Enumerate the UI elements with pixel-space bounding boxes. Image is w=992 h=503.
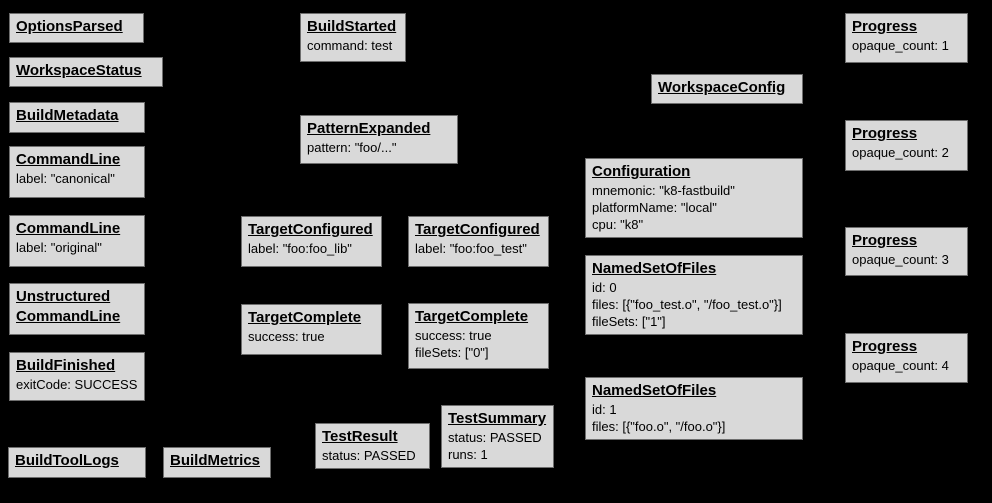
node-title: TargetConfigured xyxy=(248,221,373,238)
node-title: TestSummary xyxy=(448,410,547,427)
node-detail-line: exitCode: SUCCESS xyxy=(16,377,138,392)
node-detail-line: opaque_count: 1 xyxy=(852,38,949,53)
node-detail-line: fileSets: ["1"] xyxy=(592,314,666,329)
node-test-summary: TestSummary status: PASSED runs: 1 xyxy=(441,405,554,468)
node-detail-line: opaque_count: 4 xyxy=(852,358,949,373)
node-title: BuildStarted xyxy=(307,18,397,35)
node-command-line-canonical: CommandLine label: "canonical" xyxy=(9,146,145,198)
node-title: WorkspaceConfig xyxy=(658,79,786,96)
node-title: Configuration xyxy=(592,163,691,180)
node-detail-line: opaque_count: 2 xyxy=(852,145,949,160)
node-configuration: Configuration mnemonic: "k8-fastbuild" pla… xyxy=(585,158,803,238)
node-title: TargetComplete xyxy=(415,308,529,325)
node-build-metadata: BuildMetadata xyxy=(9,102,145,133)
node-detail-line: platformName: "local" xyxy=(592,200,717,215)
node-title: NamedSetOfFiles xyxy=(592,260,717,277)
node-title: CommandLine xyxy=(16,151,121,168)
node-detail-line: cpu: "k8" xyxy=(592,217,644,232)
node-title: BuildMetrics xyxy=(170,452,261,469)
node-title: OptionsParsed xyxy=(16,18,123,35)
node-title: TargetComplete xyxy=(248,309,362,326)
node-title: Progress xyxy=(852,232,918,249)
node-title: TestResult xyxy=(322,428,398,445)
node-title: WorkspaceStatus xyxy=(16,62,142,79)
node-title: BuildFinished xyxy=(16,357,116,374)
node-detail-line: label: "original" xyxy=(16,240,102,255)
node-named-set-of-files-1: NamedSetOfFiles id: 1 files: [{"foo.o", "/… xyxy=(585,377,803,440)
node-progress-1: Progress opaque_count: 1 xyxy=(845,13,968,63)
node-command-line-original: CommandLine label: "original" xyxy=(9,215,145,267)
node-options-parsed: OptionsParsed xyxy=(9,13,144,43)
node-progress-2: Progress opaque_count: 2 xyxy=(845,120,968,171)
node-target-complete-test: TargetComplete success: true fileSets: ["0… xyxy=(408,303,549,369)
node-detail-line: status: PASSED xyxy=(322,448,416,463)
node-title: NamedSetOfFiles xyxy=(592,382,717,399)
node-title: Progress xyxy=(852,125,918,142)
node-detail-line: mnemonic: "k8-fastbuild" xyxy=(592,183,735,198)
node-title: PatternExpanded xyxy=(307,120,431,137)
node-detail-line: label: "foo:foo_lib" xyxy=(248,241,352,256)
node-title: Progress xyxy=(852,338,918,355)
node-detail-line: label: "foo:foo_test" xyxy=(415,241,527,256)
node-progress-4: Progress opaque_count: 4 xyxy=(845,333,968,383)
node-detail-line: success: true xyxy=(415,328,492,343)
node-pattern-expanded: PatternExpanded pattern: "foo/..." xyxy=(300,115,458,164)
node-build-metrics: BuildMetrics xyxy=(163,447,271,478)
node-detail-line: opaque_count: 3 xyxy=(852,252,949,267)
node-target-configured-test: TargetConfigured label: "foo:foo_test" xyxy=(408,216,549,267)
node-build-tool-logs: BuildToolLogs xyxy=(8,447,146,478)
node-detail-line: files: [{"foo_test.o", "/foo_test.o"}] xyxy=(592,297,782,312)
node-build-started: BuildStarted command: test xyxy=(300,13,406,62)
node-title: BuildToolLogs xyxy=(15,452,119,469)
node-detail-line: command: test xyxy=(307,38,393,53)
node-named-set-of-files-0: NamedSetOfFiles id: 0 files: [{"foo_test.o… xyxy=(585,255,803,335)
node-workspace-config: WorkspaceConfig xyxy=(651,74,803,104)
node-workspace-status: WorkspaceStatus xyxy=(9,57,163,87)
node-detail-line: pattern: "foo/..." xyxy=(307,140,397,155)
node-detail-line: id: 0 xyxy=(592,280,617,295)
node-detail-line: status: PASSED xyxy=(448,430,542,445)
node-progress-3: Progress opaque_count: 3 xyxy=(845,227,968,276)
node-detail-line: fileSets: ["0"] xyxy=(415,345,489,360)
node-detail-line: runs: 1 xyxy=(448,447,488,462)
node-build-finished: BuildFinished exitCode: SUCCESS xyxy=(9,352,145,401)
node-title: BuildMetadata xyxy=(16,107,119,124)
node-title: Progress xyxy=(852,18,918,35)
node-detail-line: success: true xyxy=(248,329,325,344)
node-unstructured-command-line: Unstructured CommandLine xyxy=(9,283,145,335)
node-title: TargetConfigured xyxy=(415,221,540,238)
node-title: CommandLine xyxy=(16,220,121,237)
node-detail-line: files: [{"foo.o", "/foo.o"}] xyxy=(592,419,726,434)
node-detail-line: id: 1 xyxy=(592,402,617,417)
node-title: Unstructured CommandLine xyxy=(16,288,121,325)
node-target-complete-lib: TargetComplete success: true xyxy=(241,304,382,355)
node-detail-line: label: "canonical" xyxy=(16,171,115,186)
node-target-configured-lib: TargetConfigured label: "foo:foo_lib" xyxy=(241,216,382,267)
node-test-result: TestResult status: PASSED xyxy=(315,423,430,469)
